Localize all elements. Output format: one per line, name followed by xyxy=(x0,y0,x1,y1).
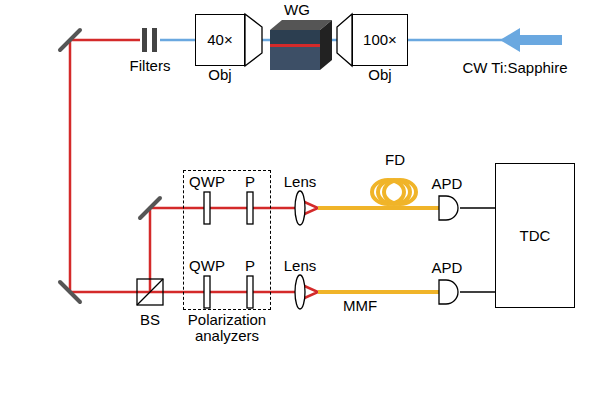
objective-label: Obj xyxy=(368,67,391,83)
part-label: Lens xyxy=(284,174,317,190)
waveplate xyxy=(204,192,253,308)
part-label: QWP xyxy=(189,174,225,190)
magnification: 40× xyxy=(207,32,232,48)
objective: 40×Obj xyxy=(195,14,245,66)
signal-wire xyxy=(460,291,495,293)
objective: 100×Obj xyxy=(352,14,408,66)
magnification: 100× xyxy=(363,32,397,48)
part-label: P xyxy=(245,174,255,190)
apd-detector: APD xyxy=(430,176,464,222)
part-label: MMF xyxy=(343,298,377,314)
beam-splitter xyxy=(137,279,163,305)
apd-symbol xyxy=(438,195,460,221)
box-label: TDC xyxy=(520,228,551,244)
detector-label: APD xyxy=(430,260,464,276)
laser-arrow xyxy=(500,28,562,52)
signal-wire xyxy=(460,207,495,209)
part-label: FD xyxy=(385,152,405,168)
filter xyxy=(142,28,147,52)
part-label: P xyxy=(245,258,255,274)
group-label: Polarization analyzers xyxy=(172,312,282,344)
part-label: WG xyxy=(284,2,310,18)
part-label: CW Ti:Sapphire xyxy=(462,60,567,76)
polarization-analyzer-group: Polarization analyzers xyxy=(183,170,271,310)
detector-label: APD xyxy=(430,176,464,192)
filter xyxy=(152,28,157,52)
objective-nose xyxy=(337,14,352,66)
tdc-box: TDC xyxy=(495,163,575,308)
lens xyxy=(295,191,305,309)
objective-nose xyxy=(245,14,262,66)
objective-label: Obj xyxy=(208,67,231,83)
fiber xyxy=(318,180,440,292)
waveguide xyxy=(270,20,332,70)
part-label: Lens xyxy=(284,258,317,274)
apd-symbol xyxy=(438,279,460,305)
part-label: BS xyxy=(140,312,160,328)
part-label: QWP xyxy=(189,258,225,274)
part-label: Filters xyxy=(130,58,171,74)
apd-detector: APD xyxy=(430,260,464,306)
